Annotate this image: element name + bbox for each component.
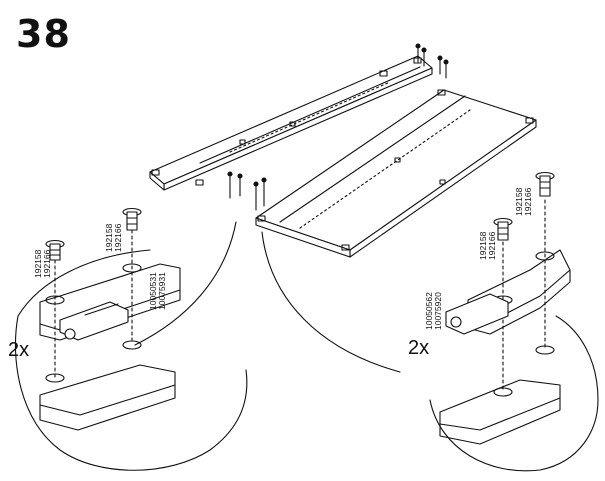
left-screw-code-2: 192166 xyxy=(42,249,52,278)
right-fitting-code-2: 10075920 xyxy=(433,292,443,330)
right-detail-callout xyxy=(261,199,599,472)
panel-screws xyxy=(227,43,449,211)
right-screw-code-4: 192166 xyxy=(523,187,533,216)
right-screw-1 xyxy=(493,217,513,241)
right-screw-2 xyxy=(535,171,555,197)
right-screw-code-3: 192158 xyxy=(514,187,524,216)
left-screw-1 xyxy=(45,239,65,261)
left-screw-code-4: 192166 xyxy=(113,223,123,252)
left-screw-code-3: 192158 xyxy=(104,223,114,252)
left-detail-callout xyxy=(14,221,248,471)
left-fitting-code-1: 10050531 xyxy=(148,272,158,310)
right-screw-code-2: 192166 xyxy=(487,231,497,260)
panel-left xyxy=(149,55,433,191)
right-fitting-code-1: 10050562 xyxy=(424,292,434,330)
panel-right xyxy=(255,89,537,258)
left-screw-2 xyxy=(122,207,142,231)
right-quantity: 2x xyxy=(408,337,429,359)
left-quantity: 2x xyxy=(8,339,29,361)
step-number: 38 xyxy=(16,12,71,56)
left-screw-code-1: 192158 xyxy=(33,249,43,278)
right-screw-code-1: 192158 xyxy=(478,231,488,260)
left-fitting-code-2: 10075931 xyxy=(157,272,167,310)
